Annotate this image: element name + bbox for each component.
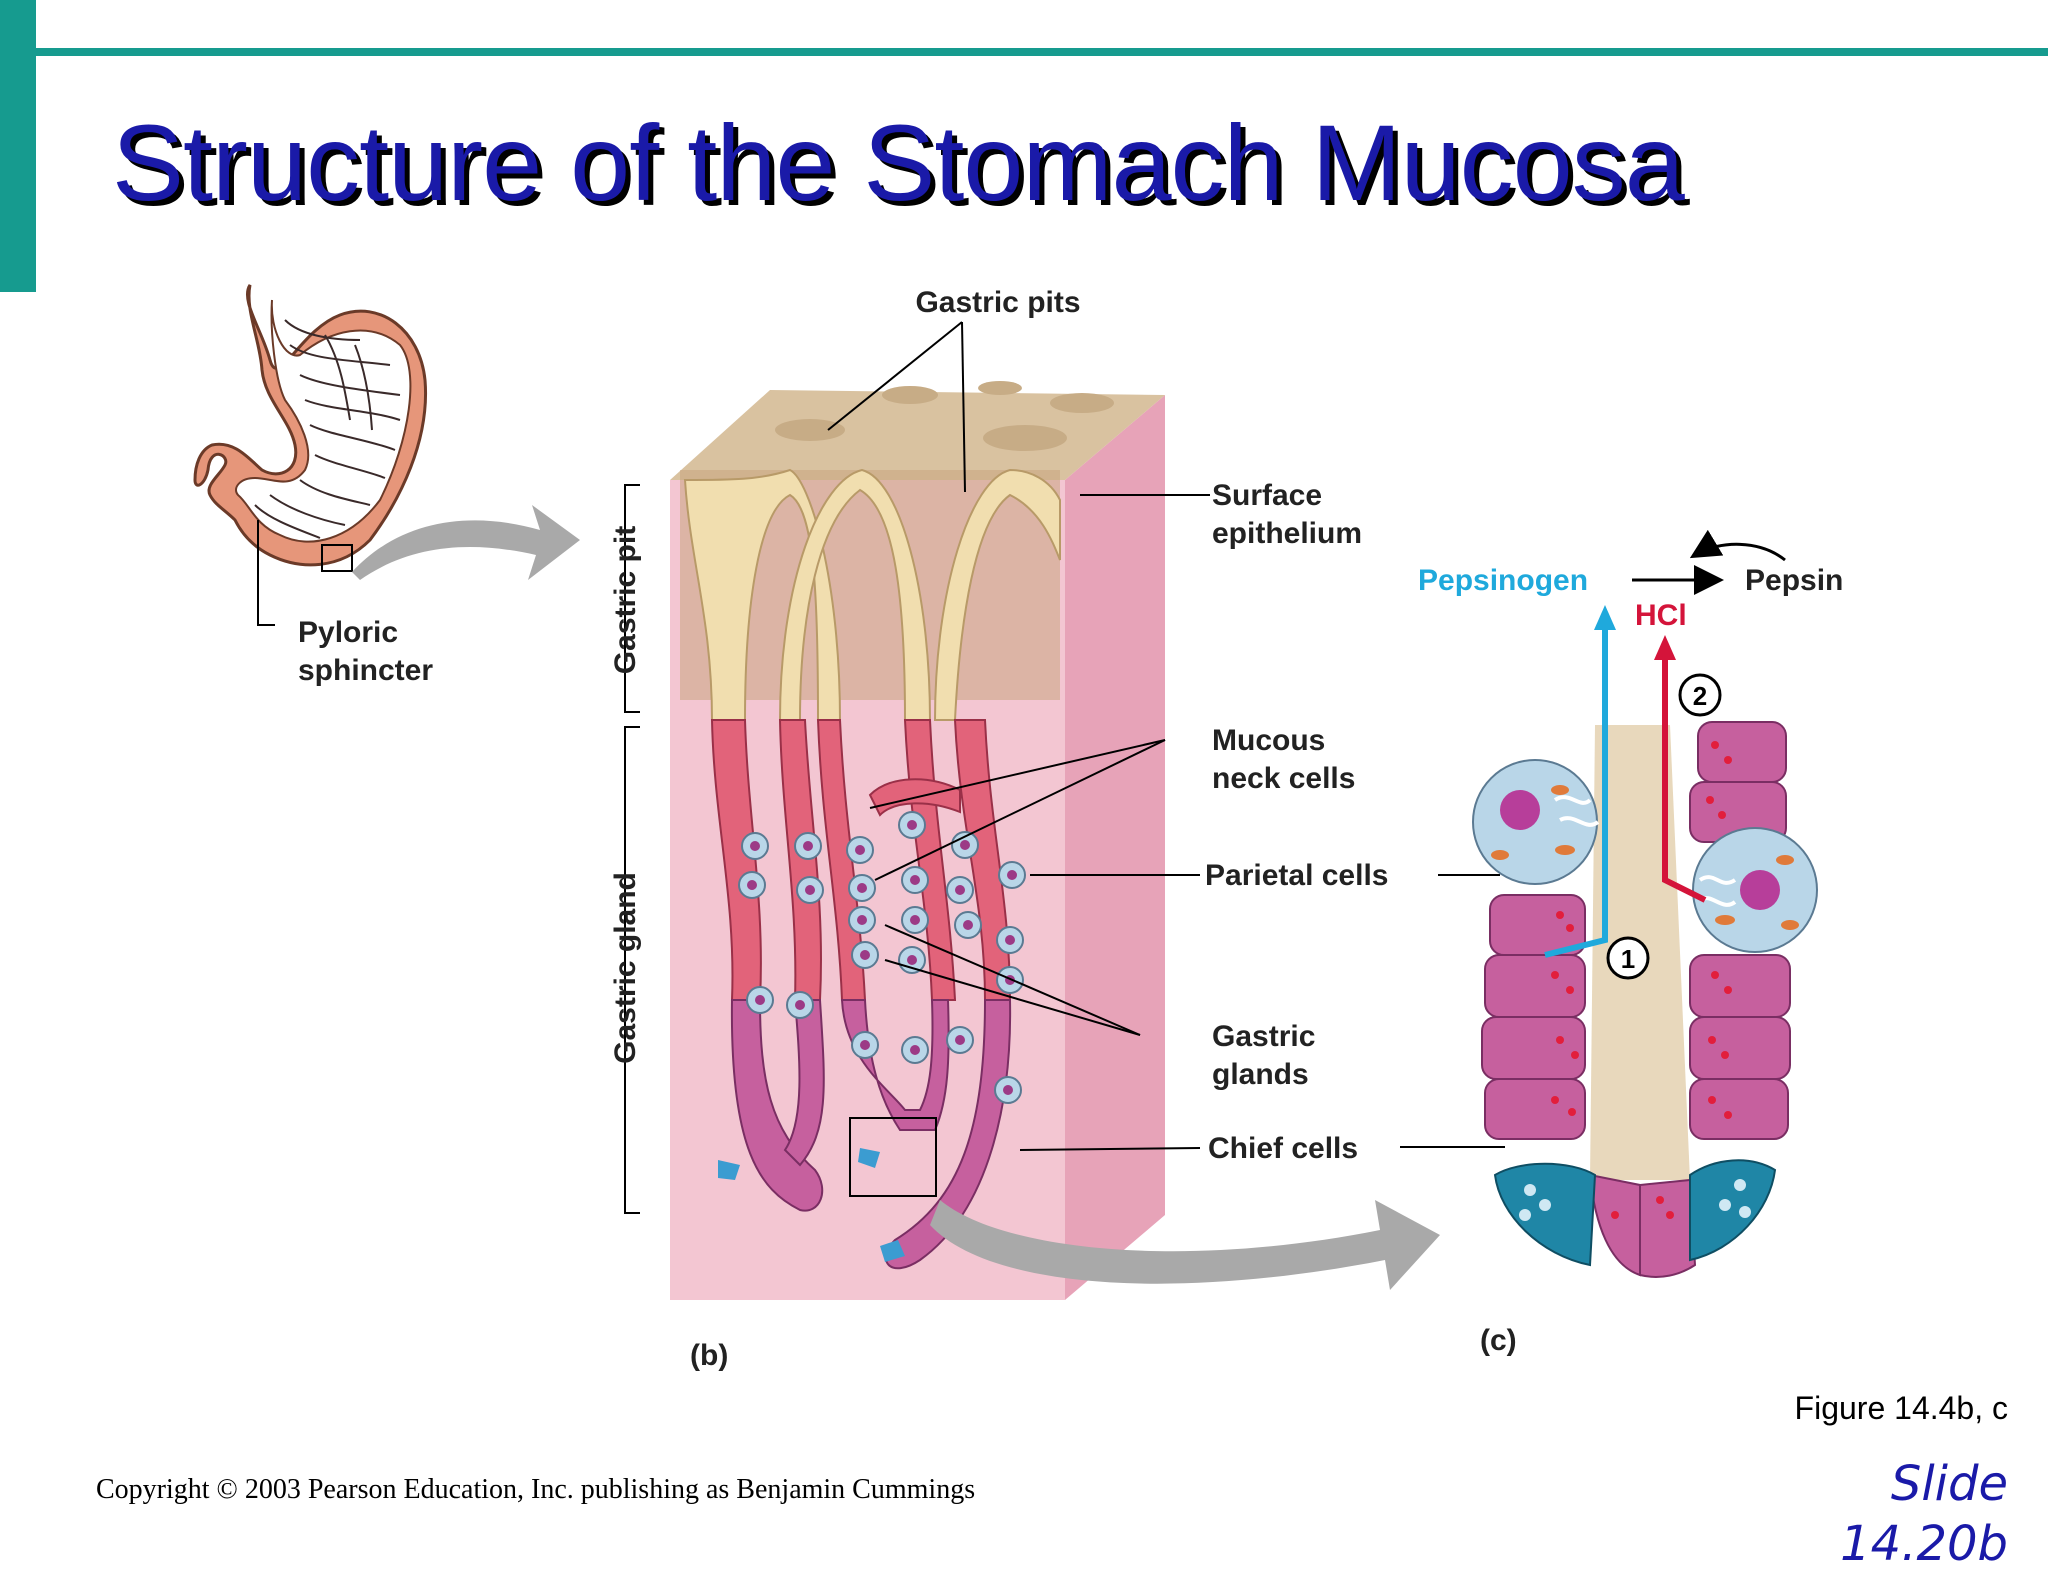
stomach-mucosa-figure: Pyloric sphincter <box>193 284 1843 1372</box>
zoom-arrow-c <box>930 1200 1440 1290</box>
mucous-neck-label-2: neck cells <box>1212 762 1355 795</box>
step-2-marker: 2 <box>1678 673 1722 717</box>
panel-b-label: (b) <box>690 1339 728 1372</box>
slide-number-line-2: 14.20b <box>1840 1516 2008 1572</box>
hcl-catalysis-arrow <box>1689 529 1786 562</box>
gastric-pits-label: Gastric pits <box>915 286 1080 319</box>
step-1-marker: 1 <box>1606 936 1650 980</box>
gastric-gland-side-label: Gastric gland <box>609 872 642 1064</box>
stomach-illustration <box>193 284 428 626</box>
slide-number-line-1: Slide <box>1890 1456 2008 1512</box>
slide-number: Slide 14.20b <box>1840 1454 2008 1574</box>
chief-cells-label: Chief cells <box>1208 1132 1358 1165</box>
hcl-arrow <box>1654 635 1707 903</box>
svg-text:2: 2 <box>1693 681 1707 711</box>
pepsin-label: Pepsin <box>1745 564 1843 597</box>
gland-detail <box>1472 721 1818 1278</box>
pyloric-label-1: Pyloric <box>298 616 398 649</box>
accent-vertical-bar <box>0 0 36 292</box>
zoom-arrow-b <box>352 505 580 580</box>
surface-epithelium-label-1: Surface <box>1212 479 1322 512</box>
copyright-notice: Copyright © 2003 Pearson Education, Inc.… <box>96 1474 976 1505</box>
surface-epithelium-label-2: epithelium <box>1212 517 1362 550</box>
side-brackets <box>624 484 640 1214</box>
figure-reference: Figure 14.4b, c <box>1794 1390 2008 1426</box>
accent-horizontal-bar <box>36 48 2048 56</box>
mucous-neck-label-1: Mucous <box>1212 724 1325 757</box>
leader-lines <box>827 321 1505 1151</box>
panel-c-label: (c) <box>1480 1324 1517 1357</box>
svg-text:1: 1 <box>1621 944 1635 974</box>
gastric-pit-side-label: Gastric pit <box>609 526 642 674</box>
pyloric-label-2: sphincter <box>298 654 433 687</box>
pepsinogen-label: Pepsinogen <box>1418 564 1588 597</box>
gastric-glands-label-2: glands <box>1212 1058 1309 1091</box>
mucosa-tissue-block <box>670 381 1165 1300</box>
parietal-cells-label: Parietal cells <box>1205 859 1388 892</box>
pepsinogen-arrow <box>1544 605 1616 958</box>
slide-title: Structure of the Stomach Mucosa <box>112 102 1685 223</box>
gastric-glands-label-1: Gastric <box>1212 1020 1315 1053</box>
hcl-label: HCl <box>1635 599 1687 632</box>
